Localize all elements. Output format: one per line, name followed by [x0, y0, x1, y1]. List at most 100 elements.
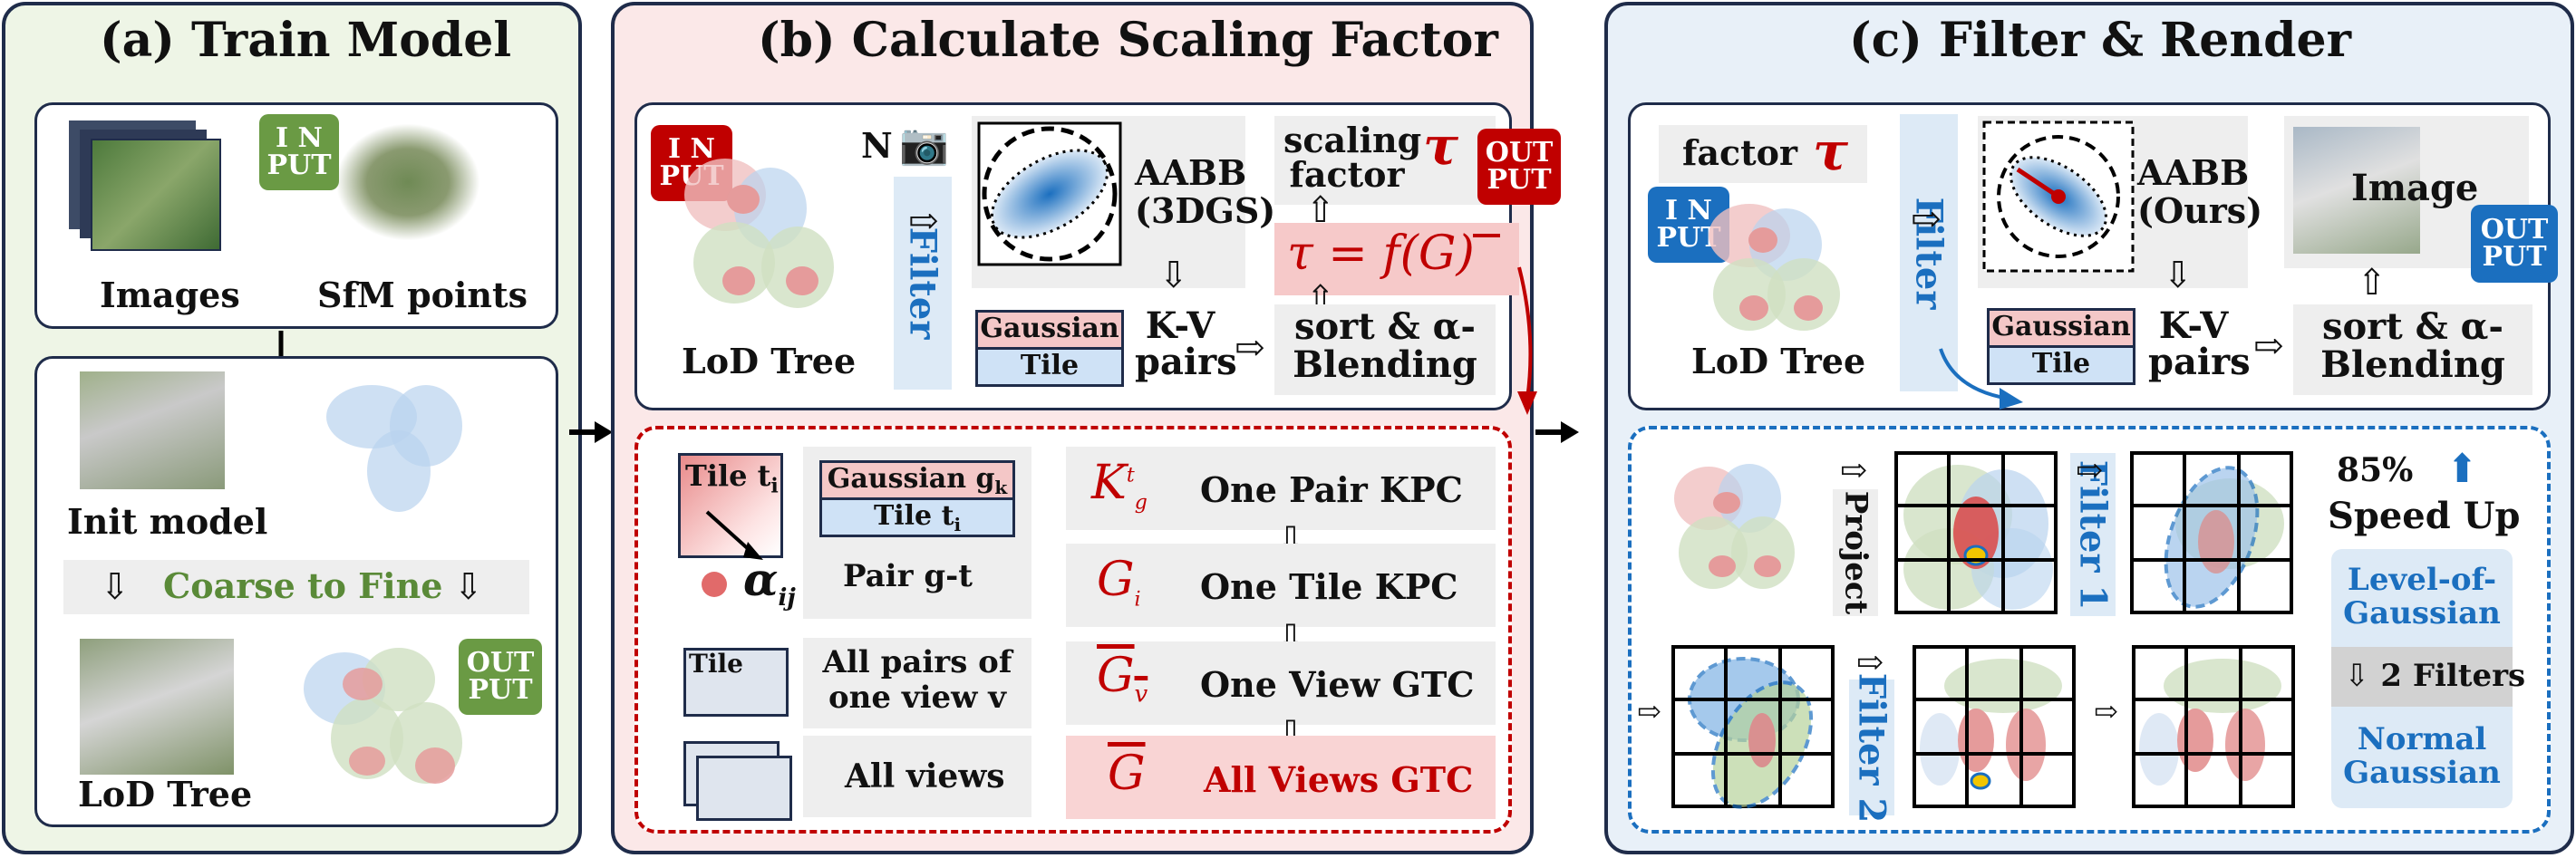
down-arrow-icon: ⇩ [2344, 658, 2370, 694]
camera-icon: 📷 [899, 121, 949, 168]
filter-column: Filter [894, 177, 952, 390]
tile-cell: Tile [975, 347, 1124, 387]
right-arrow-kv: ⇨ [2253, 324, 2284, 367]
right-arrow-kv: ⇨ [1235, 326, 1265, 369]
sfm-points-label: SfM points [317, 275, 528, 315]
tile-grid-3 [1671, 645, 1835, 809]
kv-pairs-label: K-V pairs [2148, 304, 2251, 383]
sfm-point-cloud [335, 123, 480, 241]
kpc-row-1-bg [1066, 447, 1496, 530]
images-label: Images [100, 275, 240, 315]
lod-gaussians [304, 648, 462, 784]
right-arrow-row2: ⇨ [1637, 694, 1661, 728]
red-curve-arrow [1517, 266, 1537, 415]
tile-view-icon [683, 648, 789, 717]
filter-label: Filter [901, 227, 944, 340]
all-views-bg [803, 736, 1031, 817]
gaussian-gk-cell: Gaussian gk [819, 460, 1015, 500]
down-arrow-right: ⇩ [453, 565, 484, 608]
lod-tree-label: LoD Tree [682, 341, 857, 381]
views-stack-icon [683, 741, 792, 823]
right-arrow-f1: ⇨ [2076, 451, 2104, 489]
two-filters-bg [2331, 647, 2513, 707]
arrow-b-to-c [1535, 421, 1579, 443]
output-badge: OUT PUT [2471, 205, 2558, 283]
tile-label: Tile [1020, 350, 1080, 381]
aabb-ours-label: AABB (Ours) [2137, 152, 2263, 231]
gaussian-label: Gaussian [980, 313, 1119, 344]
gaussian-cell: Gaussian [1987, 308, 2135, 348]
filter1-column: Filter 1 [2070, 453, 2116, 616]
factor-label: factor [1682, 132, 1798, 173]
tile-grid-1 [1894, 451, 2058, 614]
tile-view-label: Tile [689, 649, 743, 679]
filter-column: Filter [1900, 114, 1958, 391]
tile-ti-cell: Tile ti [819, 497, 1015, 537]
two-filters-label: ⇩ 2 Filters [2344, 658, 2525, 694]
gtc-row-3-bg [1066, 641, 1496, 725]
tile-label: Tile [2031, 348, 2091, 380]
all-pairs-bg [803, 638, 1031, 728]
kpc-row-2-bg [1066, 544, 1496, 627]
kv-pairs-label: K-V pairs [1135, 304, 1237, 383]
image-label: Image [2351, 167, 2479, 209]
one-tile-kpc-label: One Tile KPC [1200, 566, 1458, 607]
init-model-label: Init model [67, 501, 268, 542]
coarse-to-fine-label: Coarse to Fine [163, 565, 443, 606]
tau-symbol: τ [1423, 115, 1459, 177]
gaussian-label: Gaussian [1991, 311, 2131, 342]
panel-b-title: (b) Calculate Scaling Factor [758, 13, 1498, 68]
all-views-gtc-label: All Views GTC [1204, 759, 1474, 800]
image-stack [69, 121, 221, 251]
init-model-photo [80, 371, 225, 489]
filter2-column: Filter 2 [1849, 672, 1894, 823]
lod-tree-label: LoD Tree [1691, 341, 1866, 381]
lod-tree-gaussians [1709, 204, 1840, 331]
output-badge: OUT PUT [459, 639, 542, 715]
g-i-symbol: Gi [1097, 553, 1141, 612]
scaling-factor-bg [1274, 116, 1496, 205]
right-arrow-final: ⇨ [2094, 694, 2118, 728]
tau-symbol: τ [1813, 121, 1849, 182]
aabb-3dgs-label: AABB (3DGS) [1135, 152, 1276, 231]
formula-overbar [1473, 234, 1500, 237]
right-arrow-project: ⇨ [1840, 451, 1868, 489]
tile-grid-4 [1913, 645, 2076, 808]
lod-tree-gaussians [684, 159, 834, 308]
tile-cell: Tile [1987, 345, 2135, 385]
down-arrow-left: ⇩ [100, 565, 131, 608]
alpha-arrow [702, 510, 763, 597]
one-pair-kpc-label: One Pair KPC [1200, 469, 1463, 510]
pair-caption: Pair g-t [843, 558, 973, 594]
all-views-label: All views [845, 757, 1005, 795]
alpha-ij-label: αij [743, 553, 796, 612]
right-arrow-filter: ⇨ [1911, 198, 1942, 240]
formula: τ = f(G) [1287, 227, 1475, 281]
input-badge: I N PUT [259, 114, 339, 190]
right-arrow-filter: ⇨ [908, 199, 939, 242]
up-arrow-image: ⇧ [2357, 261, 2387, 304]
sort-blending-label: sort & α-Blending [2320, 305, 2505, 386]
down-arrow-aabb: ⇩ [2163, 254, 2193, 296]
g-v-symbol: Gv [1097, 649, 1148, 709]
rendered-image [2293, 127, 2420, 254]
gaussian-cell: Gaussian [975, 310, 1124, 350]
aabb-ours-diagram [1982, 121, 2135, 273]
init-gaussians [326, 385, 462, 512]
sort-blending-bg [1274, 304, 1496, 395]
blue-curve-arrow [1939, 348, 2023, 410]
speedup-arrow-icon: ⬆ [2445, 446, 2479, 492]
k-symbol: Ktg [1091, 456, 1148, 515]
gtc-row-4-bg [1066, 736, 1496, 819]
output-badge: OUT PUT [1477, 129, 1561, 205]
lod-tree-label: LoD Tree [78, 774, 253, 815]
aabb-3dgs-diagram [977, 121, 1122, 266]
down-arrow-aabb: ⇩ [1158, 254, 1189, 296]
normal-gaussian-label: Normal Gaussian [2343, 721, 2501, 792]
coarse-to-fine-bar [63, 560, 529, 614]
right-arrow-f2: ⇨ [1856, 643, 1884, 681]
speedup-pct: 85% [2337, 451, 2414, 489]
one-view-gtc-label: One View GTC [1200, 664, 1475, 705]
sort-blending-label: sort & α-Blending [1293, 305, 1477, 386]
lod-tree-photo [80, 639, 234, 775]
